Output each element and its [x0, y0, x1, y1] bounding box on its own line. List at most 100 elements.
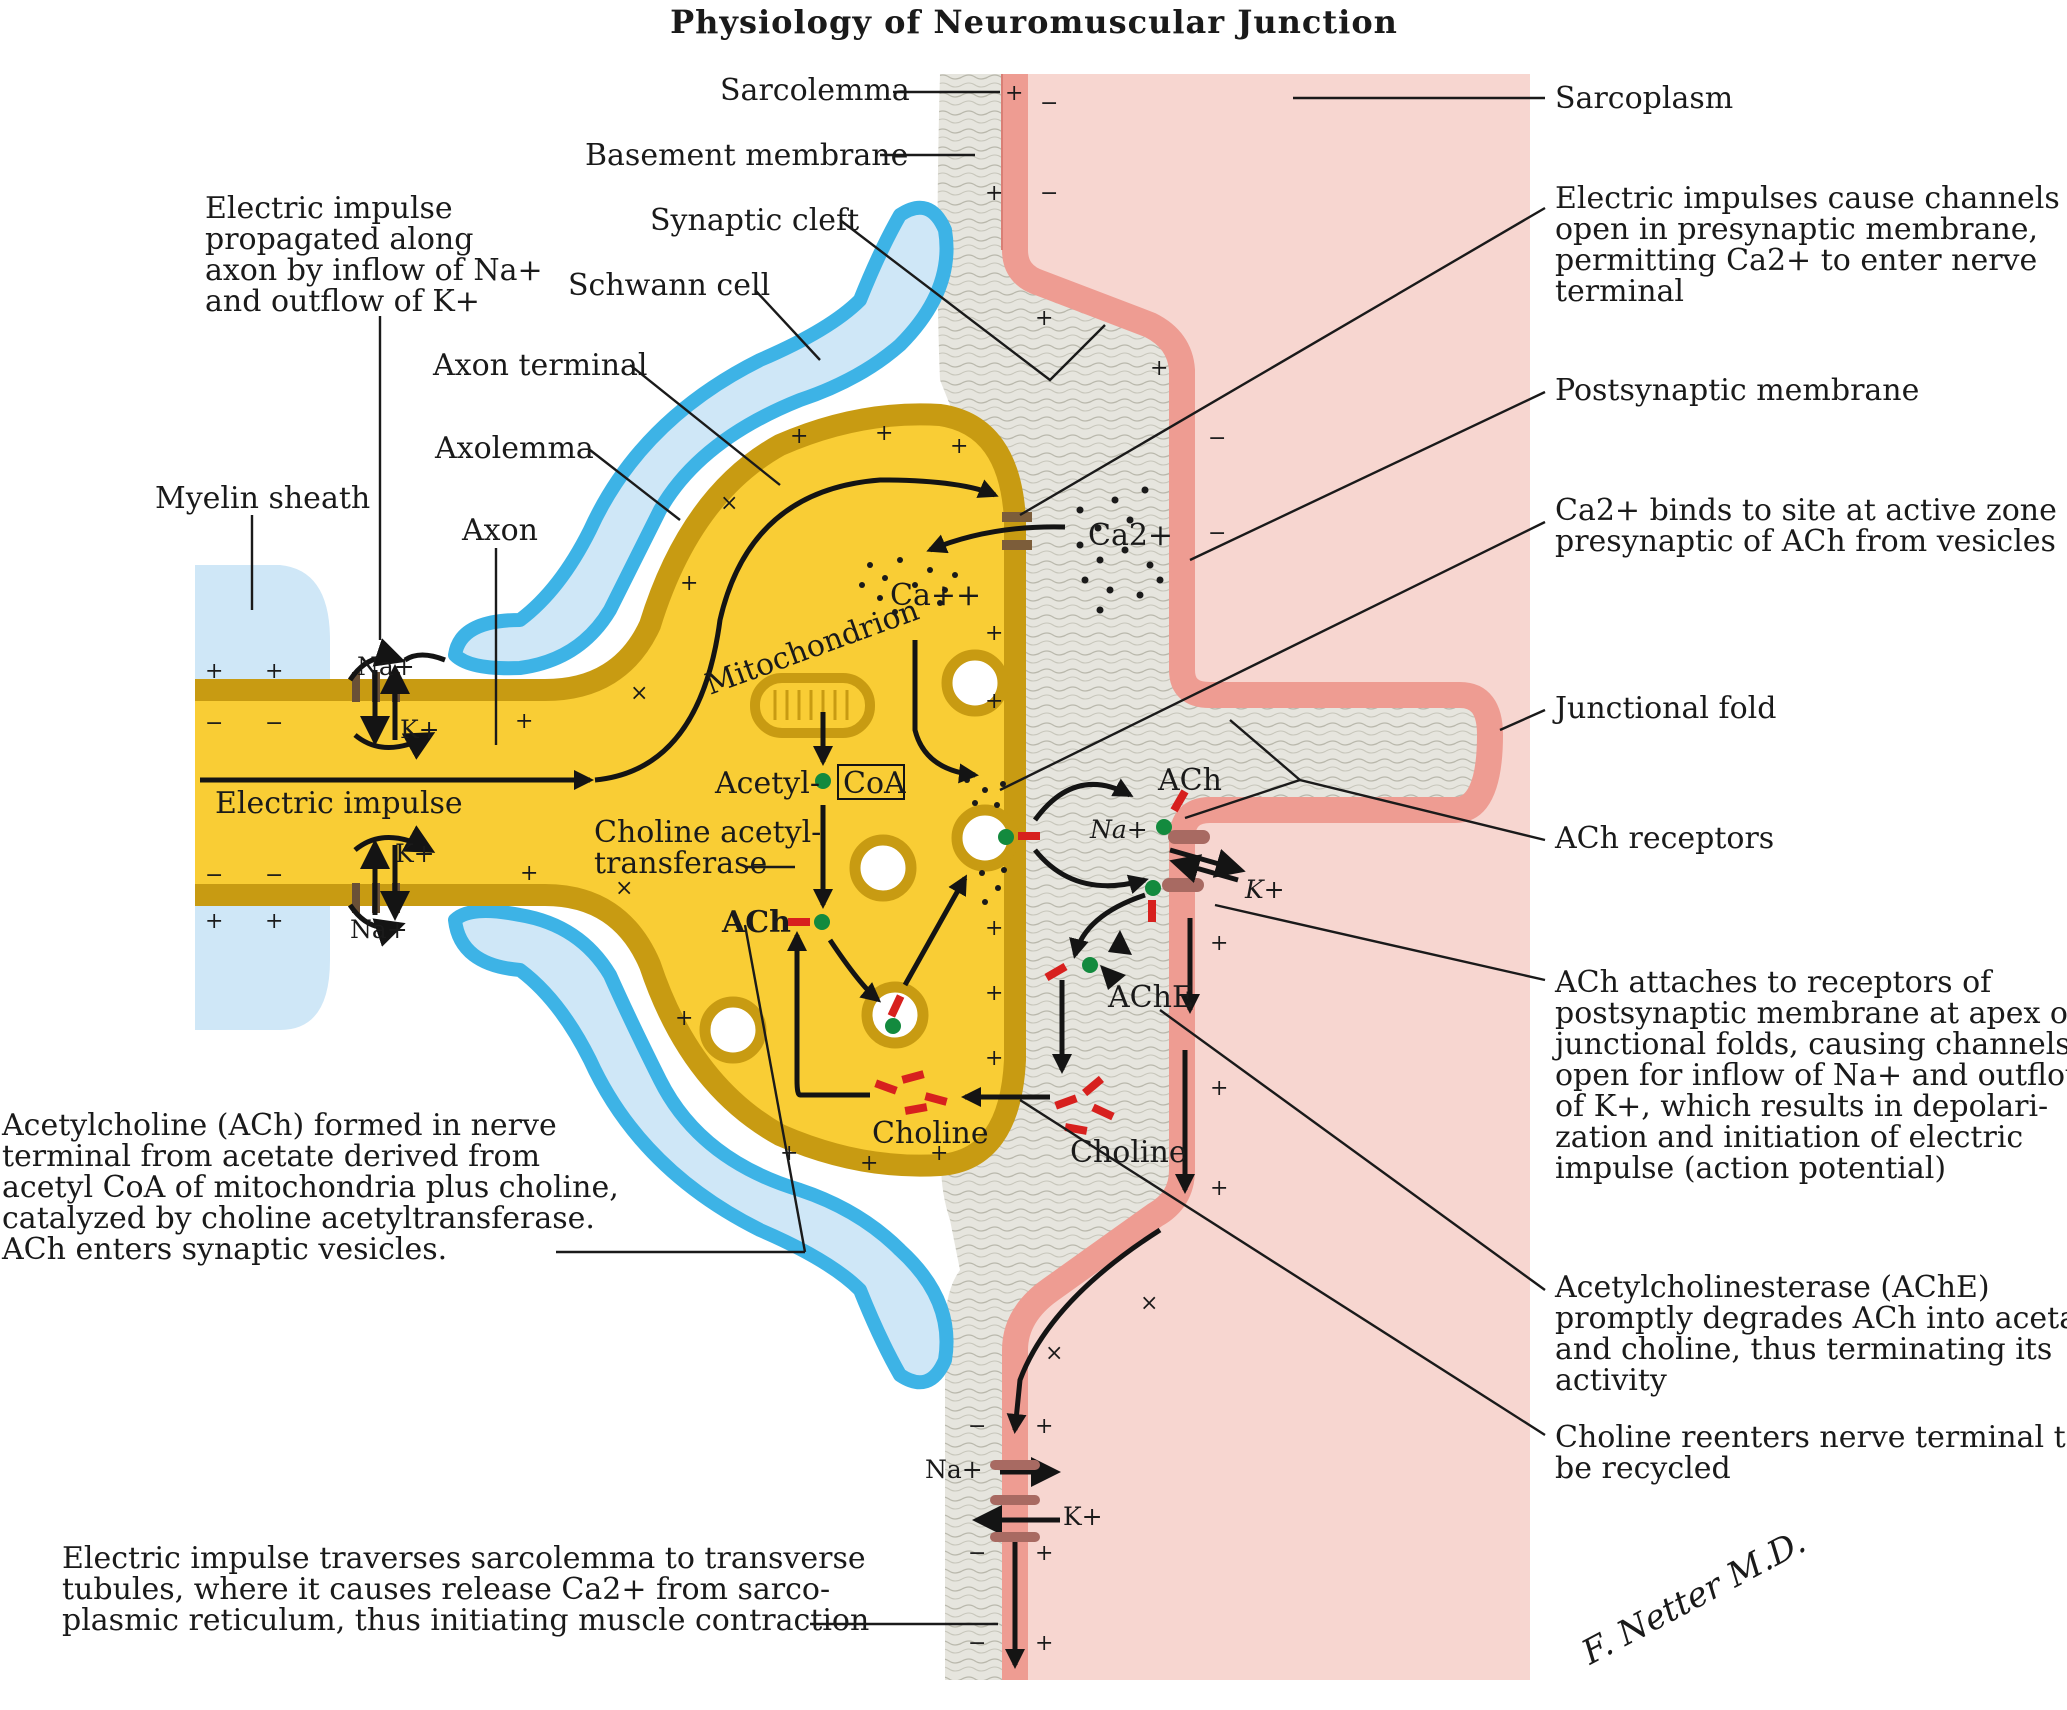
axon-label: Axon	[461, 513, 538, 548]
svg-text:−: −	[265, 863, 283, 888]
svg-text:+: +	[205, 909, 223, 934]
muscle-ion-channel	[990, 1495, 1040, 1505]
diagram-title: Physiology of Neuromuscular Junction	[670, 3, 1398, 41]
choline-inside-label: Choline	[872, 1116, 989, 1151]
svg-text:+: +	[680, 571, 698, 596]
svg-text:+: +	[985, 621, 1003, 646]
k-muscle-label: K+	[1063, 1502, 1103, 1531]
ach-label: ACh	[721, 905, 791, 940]
svg-text:−: −	[1208, 521, 1226, 546]
svg-text:+: +	[1035, 1414, 1053, 1439]
myelin-sheath-label: Myelin sheath	[155, 481, 370, 516]
ach-formed-annotation: Acetylcholine (ACh) formed in nerve term…	[1, 1108, 628, 1267]
muscle-ion-channel	[990, 1460, 1040, 1470]
choline-reenters-annotation: Choline reenters nerve terminal to be re…	[1555, 1420, 2067, 1486]
svg-text:+: +	[1005, 81, 1023, 106]
svg-text:+: +	[930, 1141, 948, 1166]
ach-receptors-label: ACh receptors	[1554, 821, 1774, 856]
svg-text:+: +	[985, 181, 1003, 206]
svg-text:−: −	[968, 1631, 986, 1656]
svg-text:+: +	[1210, 1176, 1228, 1201]
junctional-fold-label: Junctional fold	[1552, 691, 1776, 726]
svg-text:+: +	[790, 424, 808, 449]
svg-text:+: +	[985, 1046, 1003, 1071]
ca-terminal-label: Ca++	[890, 578, 981, 613]
channels-open-annotation: Electric impulses cause channels to open…	[1555, 181, 2067, 309]
svg-text:+: +	[985, 689, 1003, 714]
svg-text:+: +	[515, 709, 533, 734]
ach-receptor-plaque	[1168, 830, 1210, 844]
muscle-ion-channel	[990, 1532, 1040, 1542]
mitochondrion-organelle	[750, 673, 875, 738]
sarcoplasm-label: Sarcoplasm	[1555, 81, 1733, 116]
charge-symbols: ++−− ++−− ++ +−+− ++−− +++++ +++ +++ −−−…	[205, 81, 1228, 1656]
sarcolemma-membrane	[1002, 74, 1504, 1680]
schwann-cell-bottom	[448, 904, 954, 1390]
svg-text:+: +	[1035, 1541, 1053, 1566]
choline-acetyltransferase-label-2: transferase	[594, 846, 767, 881]
ach-molecules	[788, 773, 1189, 1034]
k-post-label: K+	[1244, 875, 1285, 904]
svg-text:−: −	[205, 711, 223, 736]
presynaptic-ca-channel	[1002, 540, 1032, 550]
netter-signature: F. Netter M.D.	[1575, 1522, 1813, 1674]
ca-cleft-label: Ca2+	[1088, 518, 1173, 553]
ache-label: AChE	[1107, 980, 1194, 1015]
choline-cleft-label: Choline	[1070, 1135, 1187, 1170]
presynaptic-ca-channel	[1002, 512, 1032, 522]
choline-acetyltransferase-label-1: Choline acetyl-	[594, 815, 821, 850]
axolemma-label: Axolemma	[434, 431, 594, 466]
svg-text:+: +	[1210, 1076, 1228, 1101]
svg-text:×: ×	[1140, 1291, 1158, 1316]
svg-text:+: +	[985, 981, 1003, 1006]
synaptic-cleft-region	[937, 74, 1490, 1680]
svg-text:+: +	[875, 421, 893, 446]
postsynaptic-membrane-label: Postsynaptic membrane	[1555, 373, 1919, 408]
svg-text:+: +	[675, 1006, 693, 1031]
k-axon-bottom-label: K+	[395, 839, 435, 868]
k-axon-top-label: K+	[400, 715, 440, 744]
svg-text:+: +	[860, 1151, 878, 1176]
ache-enzyme	[1100, 930, 1132, 990]
ache-degrades-annotation: Acetylcholinesterase (AChE) promptly deg…	[1554, 1270, 2067, 1398]
basement-membrane-label: Basement membrane	[585, 138, 908, 173]
svg-text:−: −	[968, 1414, 986, 1439]
svg-text:−: −	[1040, 181, 1058, 206]
axon-terminal-label: Axon terminal	[432, 348, 648, 383]
choline-fragments	[874, 1070, 1115, 1135]
svg-text:−: −	[968, 1541, 986, 1566]
schwann-cell-label: Schwann cell	[568, 268, 770, 303]
coa-box	[837, 764, 905, 800]
axon-terminal-body	[195, 409, 1020, 1172]
svg-text:+: +	[1210, 931, 1228, 956]
na-axon-top-label: Na+	[357, 652, 415, 681]
svg-text:×: ×	[630, 681, 648, 706]
svg-text:+: +	[1035, 306, 1053, 331]
electric-impulse-label: Electric impulse	[215, 786, 463, 821]
leader-lines	[250, 90, 1546, 1626]
svg-text:−: −	[1040, 91, 1058, 116]
synaptic-vesicles	[699, 649, 1019, 1064]
svg-text:+: +	[520, 861, 538, 886]
sarcolemma-label: Sarcolemma	[720, 73, 910, 108]
svg-text:+: +	[265, 659, 283, 684]
impulse-sarcolemma-annotation: Electric impulse traverses sarcolemma to…	[62, 1541, 875, 1638]
schwann-cell-top	[448, 200, 954, 676]
flow-arrows	[200, 477, 1246, 1669]
calcium-ions-cleft	[1076, 486, 1164, 614]
svg-text:+: +	[1150, 356, 1168, 381]
na-muscle-label: Na+	[925, 1455, 983, 1484]
svg-text:−: −	[205, 863, 223, 888]
acetyl-label: Acetyl-	[714, 766, 820, 801]
impulse-axon-annotation: Electric impulse propagated along axon b…	[205, 191, 552, 319]
svg-text:−: −	[265, 711, 283, 736]
ach-attaches-annotation: ACh attaches to receptors of postsynapti…	[1552, 965, 2067, 1186]
svg-text:×: ×	[720, 491, 738, 516]
na-axon-bottom-label: Na+	[350, 915, 408, 944]
coa-label: CoA	[843, 766, 906, 801]
calcium-ions-terminal	[859, 557, 1007, 905]
ach-receptor-plaque	[1162, 878, 1204, 892]
svg-text:×: ×	[615, 876, 633, 901]
